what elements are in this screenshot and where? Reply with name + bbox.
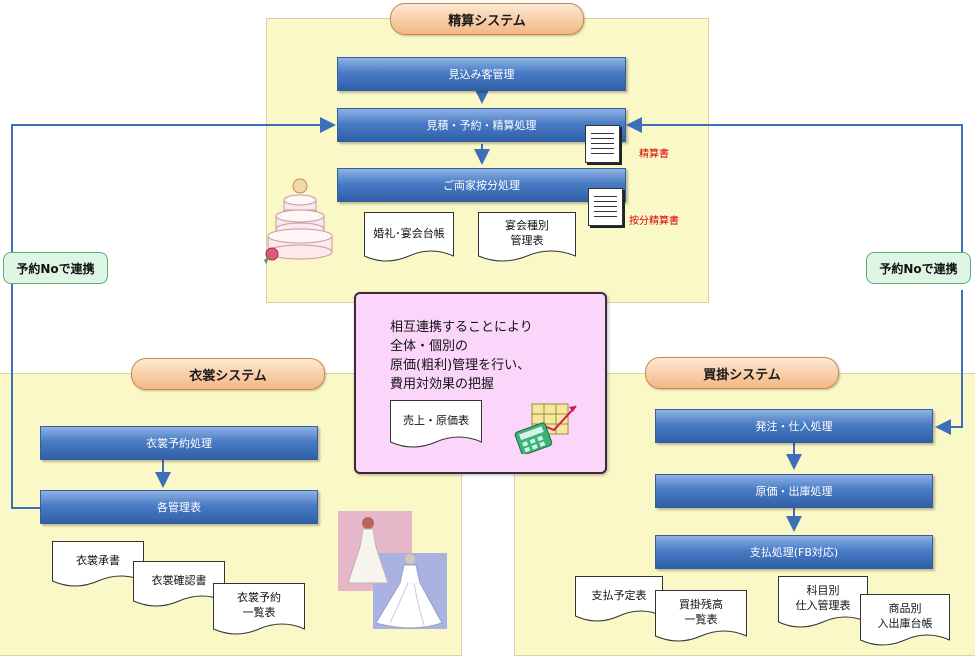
process-kaku-kanrihyo[interactable]: 各管理表	[40, 490, 318, 524]
report-sheet-icon	[588, 188, 623, 226]
doc-uriage-genka: 売上・原価表	[390, 400, 482, 452]
doc-shiharai-yotei: 支払予定表	[575, 576, 663, 626]
report-seisansho: 精算書	[639, 149, 669, 160]
wedding-cake-illustration	[264, 178, 333, 264]
process-anbun[interactable]: ご両家按分処理	[337, 168, 626, 202]
process-mikomi[interactable]: 見込み客管理	[337, 57, 626, 91]
calculator-chart-icon	[514, 403, 577, 454]
kaikake-title: 買掛システム	[645, 357, 839, 389]
doc-konrei-daicho: 婚礼･宴会台帳	[364, 212, 454, 266]
report-anbun-seisansho: 按分精算書	[629, 216, 679, 227]
doc-isho-kakuninsho: 衣裳確認書	[133, 561, 225, 611]
doc-enkai-shubetsu: 宴会種別 管理表	[478, 212, 576, 266]
process-mitsumori[interactable]: 見積・予約・精算処理	[337, 108, 626, 142]
doc-kamoku-shiire: 科目別 仕入管理表	[778, 576, 868, 632]
isho-title: 衣裳システム	[131, 358, 325, 390]
link-line-left	[11, 117, 336, 509]
process-shiharai[interactable]: 支払処理(FB対応)	[655, 535, 933, 569]
link-line-right-top	[626, 117, 963, 258]
doc-shohin-nyushukko: 商品別 入出庫台帳	[860, 594, 950, 650]
link-label-left: 予約Noで連携	[3, 252, 108, 284]
report-sheet-icon	[585, 125, 620, 163]
process-hacchu-shiire[interactable]: 発注・仕入処理	[655, 409, 933, 443]
process-genka-shukko[interactable]: 原価・出庫処理	[655, 474, 933, 508]
process-isho-yoyaku[interactable]: 衣裳予約処理	[40, 426, 318, 460]
center-message: 相互連携することにより 全体・個別の 原価(粗利)管理を行い、 費用対効果の把握	[390, 320, 533, 392]
doc-isho-yoyaku-ichiran: 衣裳予約 一覧表	[213, 583, 305, 639]
link-line-right-bottom	[935, 290, 963, 435]
center-message-box: 相互連携することにより 全体・個別の 原価(粗利)管理を行い、 費用対効果の把握…	[354, 292, 607, 474]
doc-isho-ukesho: 衣裳承書	[52, 541, 144, 591]
link-label-right: 予約Noで連携	[866, 252, 971, 284]
doc-kaikake-zandaka: 買掛残高 一覧表	[655, 590, 747, 646]
seisan-title: 精算システム	[390, 3, 584, 35]
wedding-dress-illustration	[347, 517, 443, 629]
